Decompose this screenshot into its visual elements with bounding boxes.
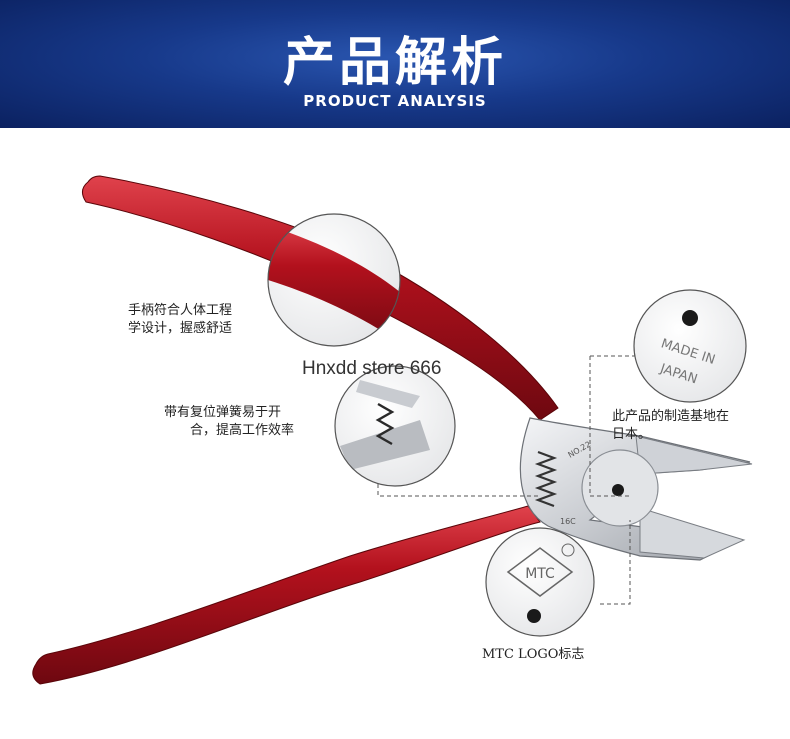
spring-callout-line1: 带有复位弹簧易于开 xyxy=(164,405,282,420)
handle-detail-magnifier xyxy=(267,213,401,347)
banner-subtitle: PRODUCT ANALYSIS xyxy=(303,92,487,110)
spring-callout: 带有复位弹簧易于开 合，提高工作效率 xyxy=(164,404,294,440)
handle-callout: 手柄符合人体工程 学设计，握感舒适 xyxy=(128,302,232,338)
lower-handle xyxy=(32,505,541,685)
screw-icon xyxy=(682,310,698,326)
origin-callout: 此产品的制造基地在 日本。 xyxy=(612,408,729,444)
store-watermark: Hnxdd store 666 xyxy=(302,358,442,379)
logo-engraving: MTC xyxy=(525,566,555,582)
screw-icon xyxy=(527,609,541,623)
size-engraving: 16C xyxy=(560,517,576,526)
mtc-logo-magnifier: MTC xyxy=(485,527,595,637)
made-in-japan-magnifier: MADE IN JAPAN xyxy=(633,289,747,403)
origin-callout-line1: 此产品的制造基地在 xyxy=(612,409,730,424)
upper-handle xyxy=(82,175,559,421)
lower-blade xyxy=(639,507,746,559)
pivot-screw xyxy=(612,484,624,496)
banner-title: 产品解析 xyxy=(282,33,507,93)
logo-callout: MTC LOGO标志 xyxy=(482,647,585,662)
leader-logo xyxy=(600,520,631,605)
head-spring xyxy=(534,450,558,508)
handle-callout-line2: 学设计，握感舒适 xyxy=(128,321,233,336)
handle-callout-line1: 手柄符合人体工程 xyxy=(128,303,233,318)
origin-callout-line2: 日本。 xyxy=(612,427,652,442)
spring-detail-magnifier xyxy=(334,365,456,487)
header-banner: 产品解析 PRODUCT ANALYSIS xyxy=(0,0,790,128)
registered-icon xyxy=(561,543,575,557)
spring-callout-line2: 合，提高工作效率 xyxy=(190,423,295,438)
leader-origin xyxy=(589,355,636,497)
logo-diamond-icon xyxy=(506,547,574,597)
